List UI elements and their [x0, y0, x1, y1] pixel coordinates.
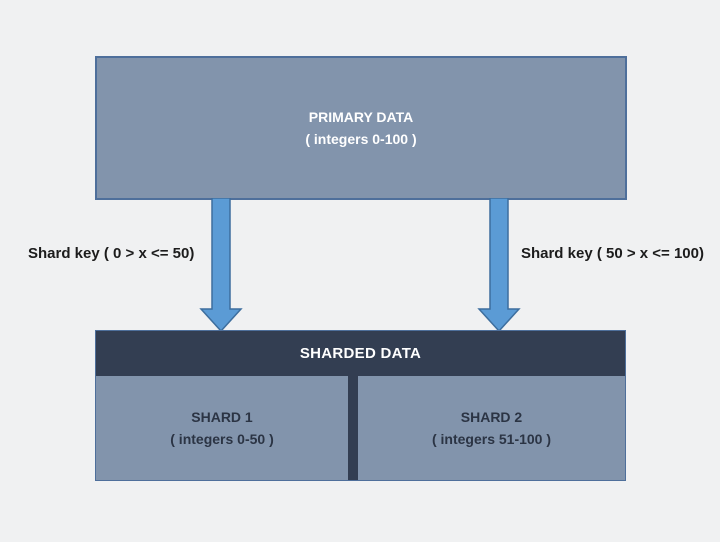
shard-1-box: SHARD 1 ( integers 0-50 ): [96, 376, 348, 480]
shard-key-label-right: Shard key ( 50 > x <= 100): [520, 245, 704, 262]
shard-1-subtitle: ( integers 0-50 ): [170, 431, 274, 447]
down-arrow-left-icon: [199, 198, 243, 332]
shard-1-title: SHARD 1: [191, 409, 253, 425]
primary-data-subtitle: ( integers 0-100 ): [305, 131, 417, 147]
sharded-data-container: SHARDED DATA SHARD 1 ( integers 0-50 ) S…: [95, 330, 626, 481]
sharded-data-header: SHARDED DATA: [96, 331, 625, 375]
primary-data-title: PRIMARY DATA: [308, 109, 414, 125]
down-arrow-right-icon: [477, 198, 521, 332]
primary-data-box: PRIMARY DATA ( integers 0-100 ): [95, 56, 627, 200]
shard-key-label-left: Shard key ( 0 > x <= 50): [28, 245, 195, 262]
shard-2-box: SHARD 2 ( integers 51-100 ): [358, 376, 625, 480]
shard-2-title: SHARD 2: [460, 409, 523, 425]
shard-2-subtitle: ( integers 51-100 ): [431, 431, 552, 447]
shard-divider: [348, 376, 358, 479]
sharded-data-header-label: SHARDED DATA: [299, 344, 422, 362]
